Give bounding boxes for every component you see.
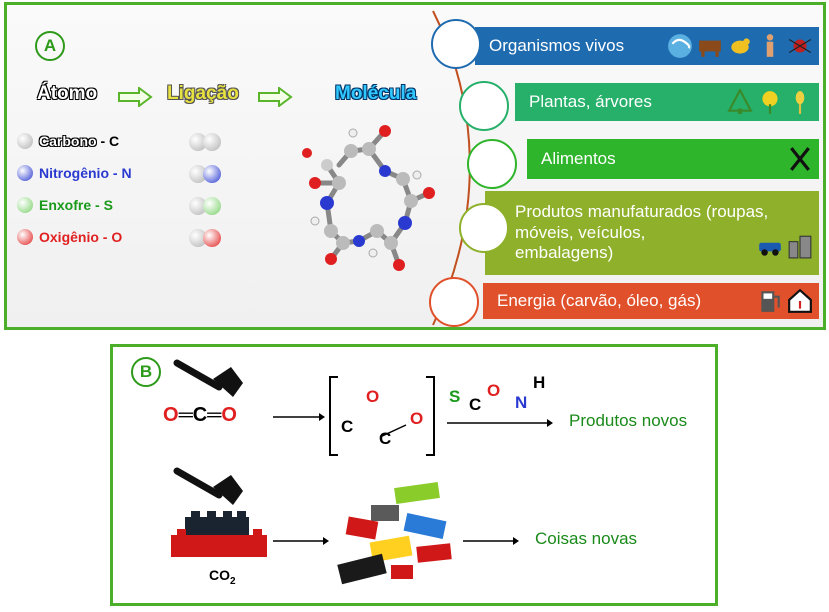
element-label: Enxofre - S — [39, 197, 113, 213]
category-bubble — [429, 277, 479, 327]
bond-pair-icon — [189, 165, 223, 183]
fork-knife-icon — [790, 147, 810, 171]
element-symbol: - O — [98, 229, 123, 245]
co2-sub: 2 — [230, 575, 236, 587]
category-bubble — [459, 81, 509, 131]
category-label: Organismos vivos — [489, 35, 625, 55]
reagent-o: O — [487, 381, 501, 400]
bond-pair-icon — [189, 197, 223, 215]
co2-main: CO — [209, 567, 230, 583]
title-molecula: Molécula — [335, 83, 417, 104]
fuel-pump-icon — [761, 291, 780, 312]
hammer-icon — [173, 359, 243, 397]
category-bubble — [467, 139, 517, 189]
cow-icon — [699, 40, 721, 57]
flower-icon — [762, 91, 778, 114]
category-label-line: embalagens) — [515, 243, 614, 263]
category-band: Energia (carvão, óleo, gás) — [483, 283, 819, 319]
element-name: Nitrogênio — [39, 165, 109, 181]
category-band: Produtos manufaturados (roupas,móveis, v… — [485, 191, 819, 275]
panel-a-label: A — [35, 31, 65, 61]
reagent-c: C — [469, 395, 482, 414]
reagent-n: N — [515, 393, 528, 412]
tree-icon — [727, 89, 753, 114]
atom-c2: C — [379, 429, 392, 448]
category-band: Alimentos — [527, 139, 819, 179]
co2-formula: O═C═O — [163, 404, 237, 426]
element-label: Oxigênio - O — [39, 229, 122, 245]
co2-label: CO2 — [209, 567, 236, 587]
bird-icon — [731, 38, 750, 54]
atom-ball-icon — [17, 197, 33, 213]
molecule-icon — [302, 125, 435, 271]
wheat-icon — [795, 91, 805, 114]
category-label: Plantas, árvores — [529, 91, 652, 111]
arrow-icon — [447, 419, 553, 427]
reagent-h: H — [533, 373, 546, 392]
category-bubble — [459, 203, 509, 253]
scattered-bricks-icon — [337, 482, 452, 585]
insect-icon — [788, 39, 812, 53]
arrow-icon — [463, 537, 519, 545]
element-name: Oxigênio — [39, 229, 99, 245]
arrow-icon — [273, 537, 329, 545]
category-label-line: Produtos manufaturados (roupas, — [515, 202, 769, 222]
category-band: Organismos vivos — [475, 27, 819, 65]
element-label: Carbono - C — [39, 133, 119, 149]
atom-o1: O — [366, 387, 380, 406]
element-symbol: - C — [96, 133, 120, 149]
title-ligacao: Ligação — [167, 83, 239, 104]
brick-co2-icon — [171, 511, 267, 557]
atom-ball-icon — [17, 133, 33, 149]
arrow-icon — [273, 413, 325, 421]
panel-b-label: B — [131, 357, 161, 387]
earth-icon — [668, 34, 692, 58]
panel-a: A Átomo Ligação Molécula Carbono - C Nitr… — [4, 2, 826, 330]
bond-pair-icon — [189, 133, 223, 151]
element-symbol: - S — [91, 197, 113, 213]
arrow-right-icon — [258, 87, 293, 107]
house-heat-icon — [788, 288, 812, 313]
human-icon — [766, 34, 774, 57]
category-bubble — [431, 19, 481, 69]
reagent-s: S — [449, 387, 461, 406]
title-atomo: Átomo — [37, 83, 98, 104]
bond-pair-icon — [189, 229, 223, 247]
element-name: Enxofre — [39, 197, 92, 213]
buildings-icon — [788, 235, 812, 259]
atom-ball-icon — [17, 229, 33, 245]
atom-ball-icon — [17, 165, 33, 181]
bracket-intermediate — [329, 376, 435, 456]
category-label: Produtos manufaturados (roupas,móveis, v… — [515, 202, 768, 263]
arrow-right-icon — [118, 87, 153, 107]
element-label: Nitrogênio - N — [39, 165, 132, 181]
result-coisas-novas: Coisas novas — [535, 529, 638, 548]
element-symbol: - N — [109, 165, 132, 181]
panel-b: B O═C═O C O C O S C O N H Produtos novos… — [110, 344, 718, 606]
hammer-icon — [173, 467, 243, 505]
category-label-line: móveis, veículos, — [515, 222, 646, 242]
result-produtos-novos: Produtos novos — [569, 411, 688, 430]
element-name: Carbono — [39, 133, 97, 149]
atom-o2: O — [410, 409, 424, 428]
category-label: Energia (carvão, óleo, gás) — [497, 290, 702, 310]
car-icon — [759, 242, 781, 256]
category-band: Plantas, árvores — [515, 83, 819, 121]
atom-c1: C — [341, 417, 354, 436]
category-label: Alimentos — [541, 148, 616, 168]
